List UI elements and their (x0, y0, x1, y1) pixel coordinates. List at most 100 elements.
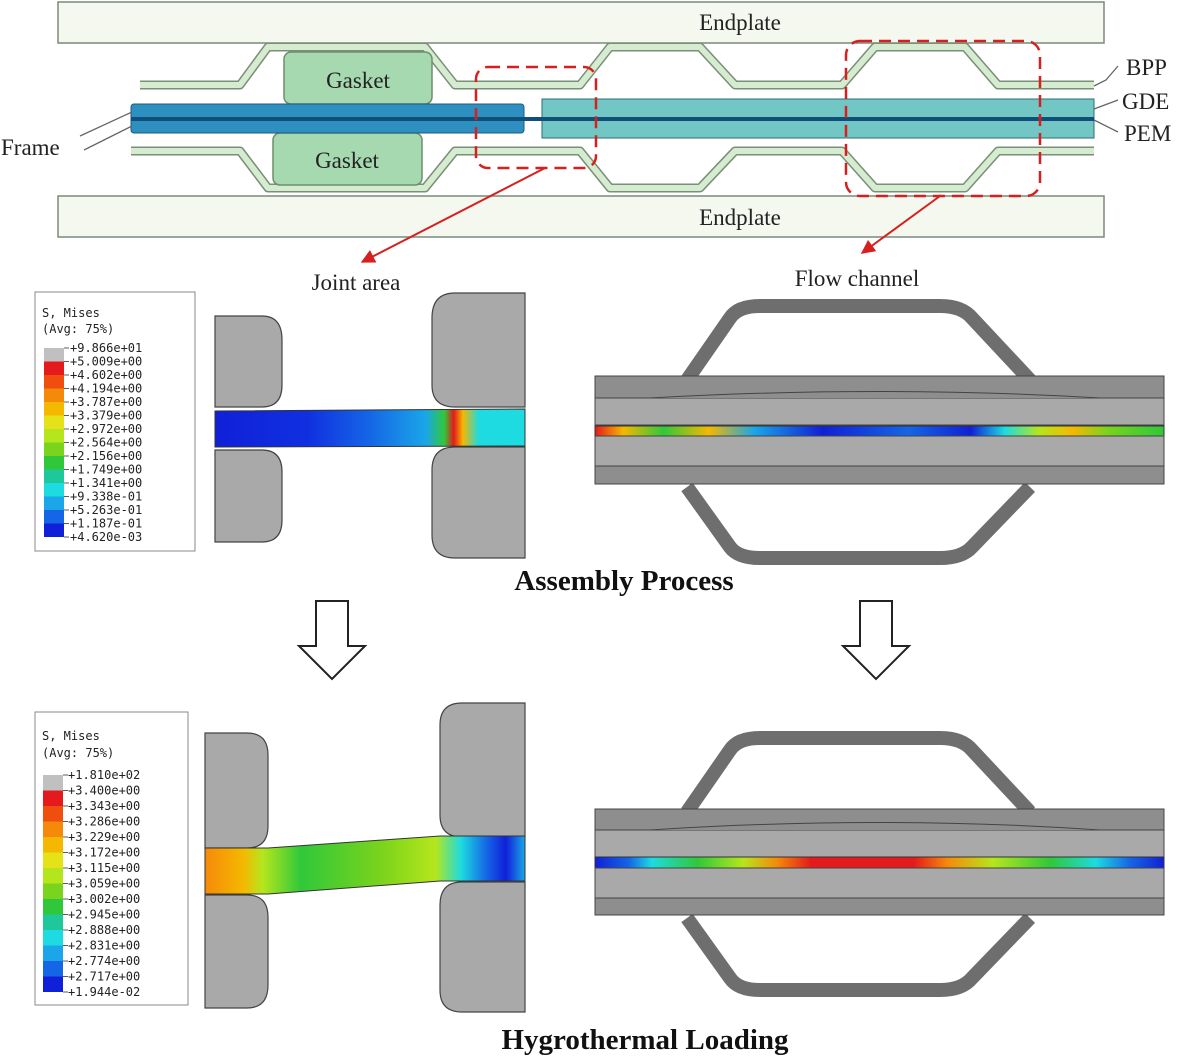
joint-area-highlight (474, 65, 598, 170)
legend-value: +2.972e+00 (70, 422, 142, 436)
legend-swatch (44, 510, 64, 524)
legend-swatch (43, 961, 63, 977)
legend-swatch (43, 806, 63, 822)
legend-value: +4.194e+00 (70, 382, 142, 396)
legend-swatch (43, 930, 63, 946)
stage-title-assembly: Assembly Process (514, 565, 733, 597)
legend-value: +1.749e+00 (70, 463, 142, 477)
legend-value: +2.156e+00 (70, 449, 142, 463)
legend-swatch (44, 429, 64, 443)
legend-value: +3.787e+00 (70, 395, 142, 409)
bpp-top (140, 42, 1094, 90)
legend-swatch (44, 348, 64, 362)
flow-channel-label: Flow channel (795, 266, 920, 291)
legend-swatch (44, 456, 64, 470)
legend-value: +3.172e+00 (68, 846, 140, 860)
legend-value: +3.229e+00 (68, 830, 140, 844)
legend-hygro-title: S, Mises (42, 729, 100, 743)
legend-swatch (44, 361, 64, 375)
legend-assembly-subtitle: (Avg: 75%) (42, 322, 114, 336)
legend-value: +9.338e-01 (70, 490, 142, 504)
legend-assembly-values: +9.866e+01+5.009e+00+4.602e+00+4.194e+00… (64, 341, 142, 544)
flow-channel-highlight (844, 39, 1042, 198)
legend-value: +3.002e+00 (68, 892, 140, 906)
legend-swatch (43, 837, 63, 853)
joint-area-label: Joint area (312, 270, 401, 295)
flow-channel-membrane-hygrothermal (594, 856, 1165, 869)
legend-swatch (43, 790, 63, 806)
legend-swatch (43, 914, 63, 930)
joint-area-assembly-plot (214, 292, 526, 559)
legend-value: +9.866e+01 (70, 341, 142, 355)
legend-value: +2.774e+00 (68, 954, 140, 968)
legend-value: +3.379e+00 (70, 409, 142, 423)
gasket-top-label: Gasket (326, 68, 390, 93)
legend-swatch (44, 496, 64, 510)
legend-value: +3.286e+00 (68, 815, 140, 829)
flow-channel-assembly-plot (594, 299, 1165, 565)
legend-value: +1.341e+00 (70, 476, 142, 490)
legend-value: +4.620e-03 (70, 530, 142, 544)
gasket-bottom-label: Gasket (315, 148, 379, 173)
legend-value: +2.945e+00 (68, 908, 140, 922)
legend-swatch (44, 375, 64, 389)
legend-swatch (43, 852, 63, 868)
legend-value: +5.263e-01 (70, 503, 142, 517)
joint-area-arrow (360, 167, 546, 263)
endplate-top (57, 1, 1105, 44)
legend-value: +2.888e+00 (68, 923, 140, 937)
joint-area-membrane-assembly (214, 408, 526, 448)
flow-channel-arrow (860, 195, 941, 254)
legend-value: +2.831e+00 (68, 939, 140, 953)
legend-swatch (44, 415, 64, 429)
legend-value: +5.009e+00 (70, 355, 142, 369)
legend-swatch (43, 883, 63, 899)
legend-swatch (44, 402, 64, 416)
legend-swatch (43, 976, 63, 992)
legend-hygro-values: +1.810e+02 +3.400e+00+3.343e+00 +3.286e+00… (63, 768, 140, 999)
legend-swatch (43, 899, 63, 915)
legend-swatch (44, 483, 64, 497)
legend-value: +4.602e+00 (70, 368, 142, 382)
down-arrow-right (840, 600, 912, 681)
legend-value: +3.400e+00 (68, 784, 140, 798)
flow-channel-hygrothermal-plot (594, 731, 1165, 997)
legend-assembly: S, Mises (Avg: 75%) +9.866e+01+5.009e+00… (34, 291, 196, 552)
stack-schematic: Endplate Endplate Gasket Gasket Joint ar… (1, 1, 1171, 295)
pem-leader (1093, 119, 1119, 133)
legend-value: +2.717e+00 (68, 970, 140, 984)
frame-label: Frame (1, 135, 60, 160)
gde-label: GDE (1122, 89, 1169, 114)
gde-leader (1093, 99, 1119, 110)
down-arrow-left (296, 600, 368, 681)
legend-assembly-title: S, Mises (42, 306, 100, 320)
frame-leader (79, 111, 133, 151)
legend-swatch (43, 821, 63, 837)
legend-assembly-swatches (44, 348, 64, 537)
stage-title-hygrothermal: Hygrothermal Loading (501, 1024, 789, 1056)
endplate-top-label: Endplate (699, 10, 781, 35)
legend-value: +2.564e+00 (70, 436, 142, 450)
legend-swatch (44, 388, 64, 402)
legend-swatch (43, 868, 63, 884)
legend-swatch (43, 775, 63, 791)
endplate-bottom-label: Endplate (699, 205, 781, 230)
legend-value: +1.944e-02 (68, 985, 140, 999)
legend-swatch (44, 523, 64, 537)
joint-area-hygrothermal-plot (204, 702, 526, 1013)
pem-label: PEM (1124, 121, 1171, 146)
joint-area-membrane-hygrothermal (204, 835, 526, 895)
legend-value: +3.115e+00 (68, 861, 140, 875)
legend-value: +3.343e+00 (68, 799, 140, 813)
bpp-label: BPP (1126, 55, 1167, 80)
legend-swatch (44, 469, 64, 483)
legend-value: +3.059e+00 (68, 877, 140, 891)
legend-hygro-swatches (43, 775, 63, 992)
legend-value: +1.810e+02 (68, 768, 140, 782)
legend-swatch (43, 945, 63, 961)
legend-hygrothermal: S, Mises (Avg: 75%) +1.810e+02+3.400e+00… (34, 711, 189, 1006)
flow-channel-membrane-assembly (594, 425, 1165, 437)
legend-value: +1.187e-01 (70, 517, 142, 531)
bpp-leader (1093, 65, 1119, 87)
